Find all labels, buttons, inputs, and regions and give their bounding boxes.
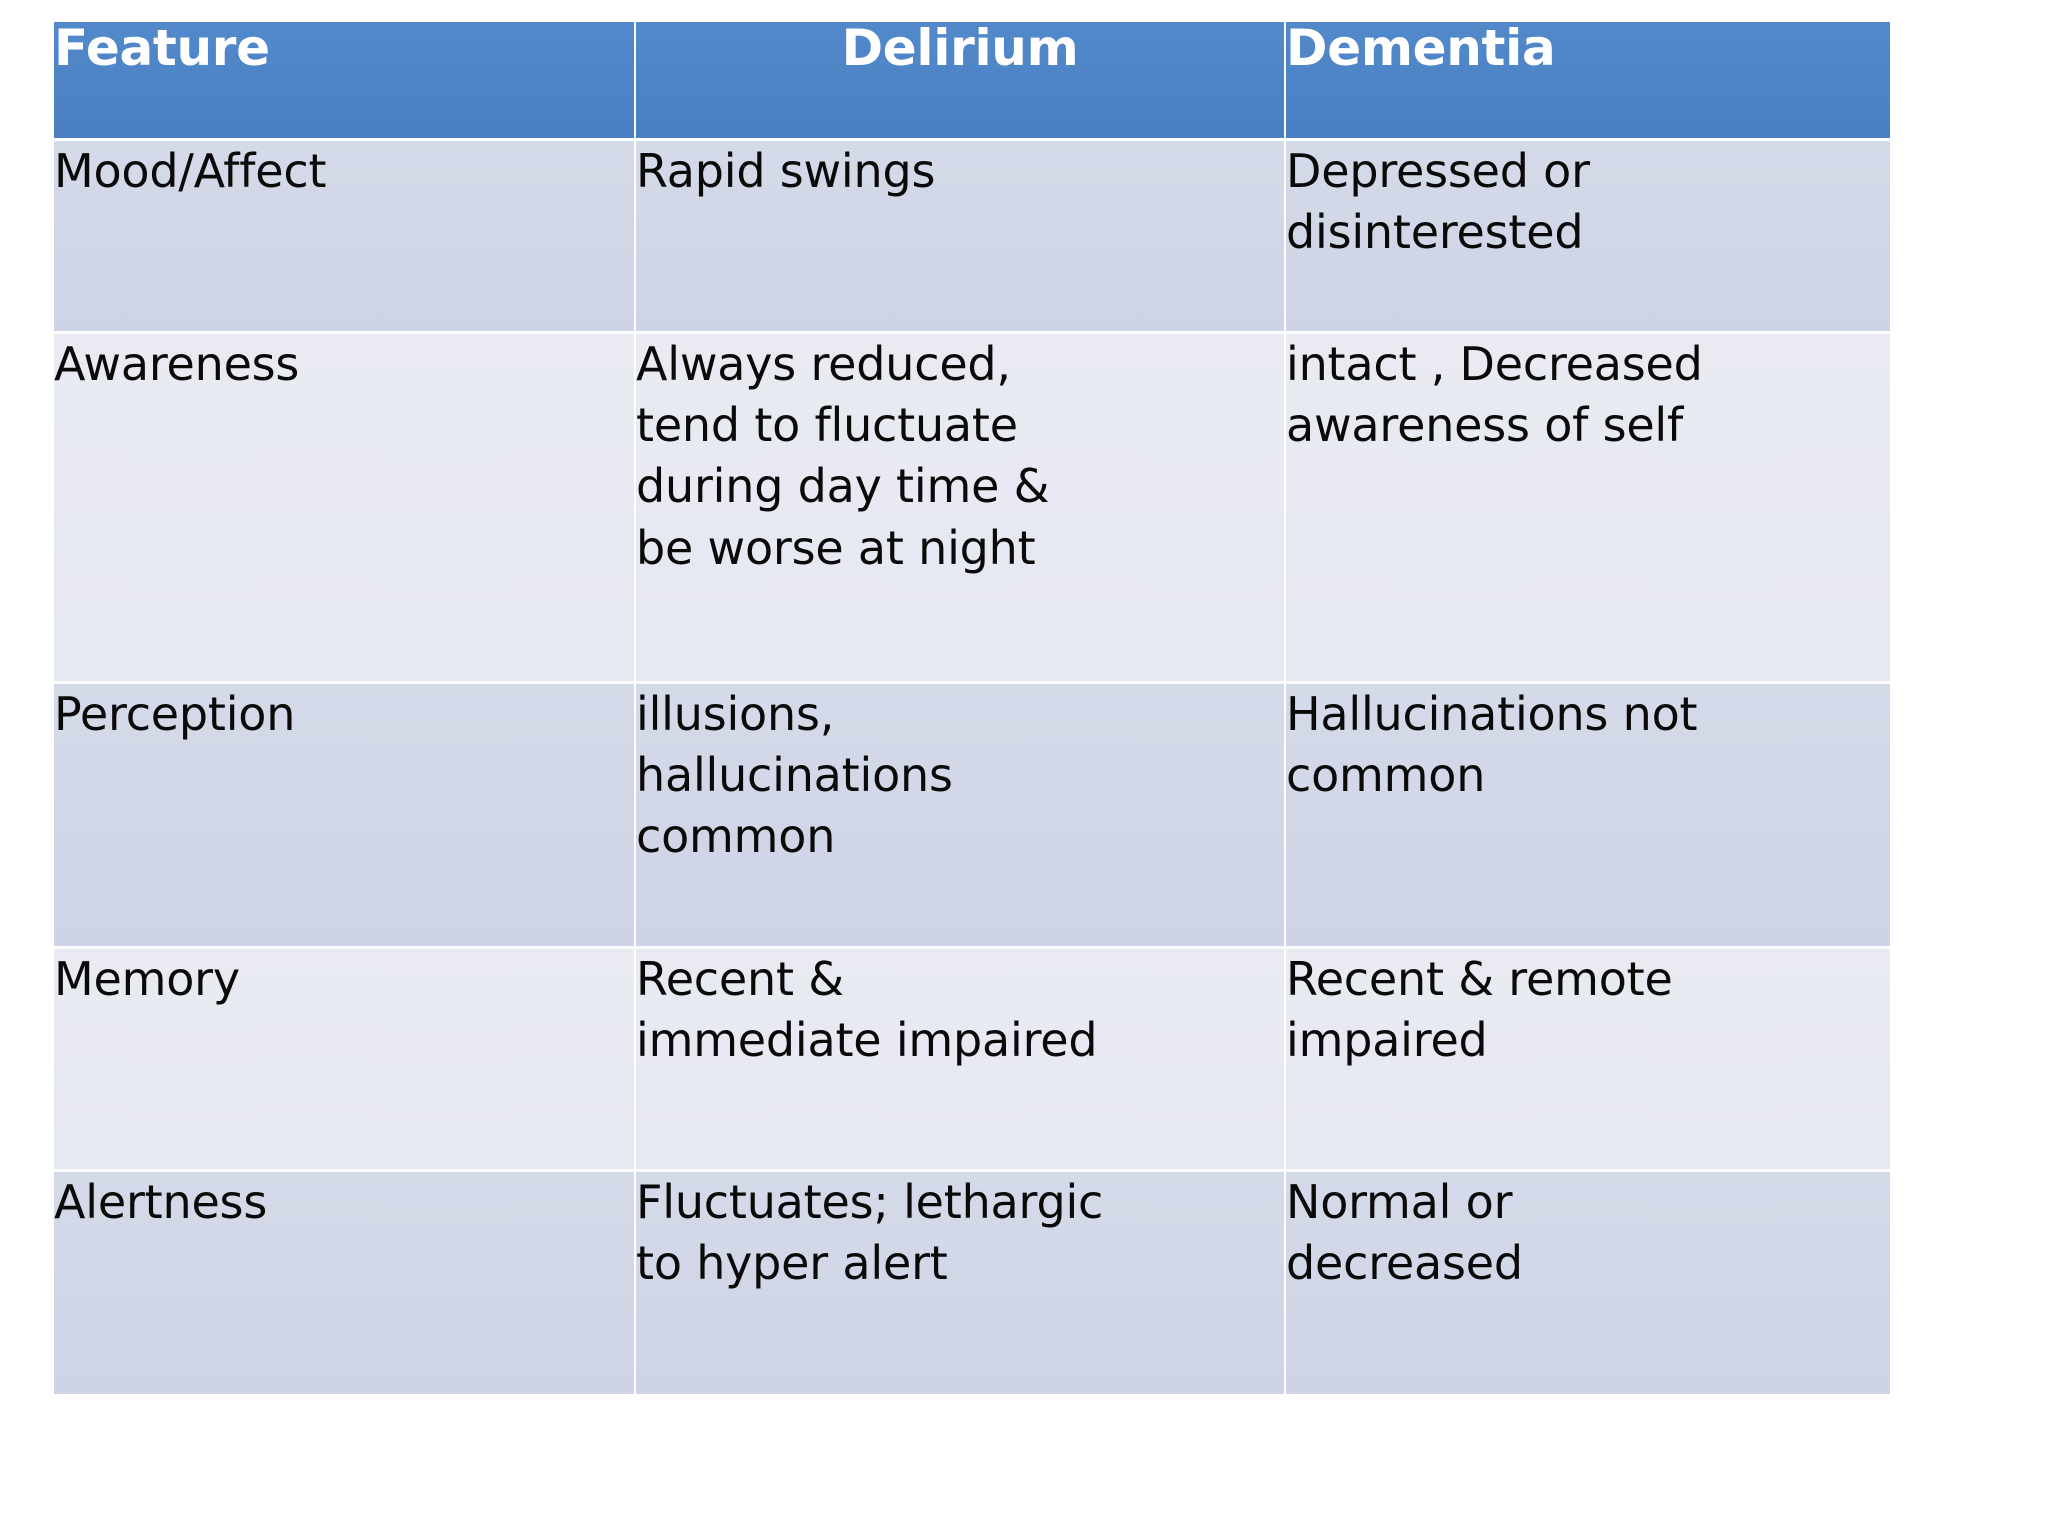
column-header-feature: Feature <box>54 22 634 138</box>
table-row: Mood/Affect Rapid swings Depressed or di… <box>54 141 1890 331</box>
column-header-feature-label: Feature <box>54 19 270 77</box>
cell-text: Hallucinations not common <box>1286 687 1698 803</box>
table-body: Mood/Affect Rapid swings Depressed or di… <box>54 141 1890 1394</box>
delirium-dementia-comparison-table: Feature Delirium Dementia Mood/Affect Ra… <box>52 19 1892 1397</box>
cell-dementia-alertness: Normal or decreased <box>1286 1172 1890 1394</box>
cell-text: Perception <box>54 687 296 741</box>
cell-delirium-awareness: Always reduced, tend to fluctuate during… <box>636 334 1284 681</box>
cell-feature-awareness: Awareness <box>54 334 634 681</box>
cell-dementia-perception: Hallucinations not common <box>1286 684 1890 946</box>
cell-text: Alertness <box>54 1175 268 1229</box>
column-header-delirium: Delirium <box>636 22 1284 138</box>
table-header: Feature Delirium Dementia <box>54 22 1890 138</box>
cell-text: Fluctuates; lethargic to hyper alert <box>636 1175 1104 1291</box>
cell-text: Awareness <box>54 337 300 391</box>
cell-dementia-awareness: intact , Decreased awareness of self <box>1286 334 1890 681</box>
cell-text: intact , Decreased awareness of self <box>1286 337 1703 453</box>
cell-feature-mood-affect: Mood/Affect <box>54 141 634 331</box>
column-header-dementia: Dementia <box>1286 22 1890 138</box>
cell-text: Recent & immediate impaired <box>636 952 1098 1068</box>
cell-delirium-mood-affect: Rapid swings <box>636 141 1284 331</box>
cell-text: Mood/Affect <box>54 144 327 198</box>
cell-text: Recent & remote impaired <box>1286 952 1673 1068</box>
cell-text: Normal or decreased <box>1286 1175 1523 1291</box>
cell-delirium-alertness: Fluctuates; lethargic to hyper alert <box>636 1172 1284 1394</box>
table-row: Perception illusions, hallucinations com… <box>54 684 1890 946</box>
cell-feature-alertness: Alertness <box>54 1172 634 1394</box>
cell-dementia-mood-affect: Depressed or disinterested <box>1286 141 1890 331</box>
cell-text: illusions, hallucinations common <box>636 687 953 864</box>
table-row: Awareness Always reduced, tend to fluctu… <box>54 334 1890 681</box>
cell-text: Memory <box>54 952 240 1006</box>
table-row: Alertness Fluctuates; lethargic to hyper… <box>54 1172 1890 1394</box>
cell-text: Rapid swings <box>636 144 936 198</box>
cell-text: Depressed or disinterested <box>1286 144 1590 260</box>
table-row: Memory Recent & immediate impaired Recen… <box>54 949 1890 1169</box>
cell-feature-perception: Perception <box>54 684 634 946</box>
column-header-delirium-label: Delirium <box>841 19 1079 77</box>
cell-delirium-perception: illusions, hallucinations common <box>636 684 1284 946</box>
cell-text: Always reduced, tend to fluctuate during… <box>636 337 1050 575</box>
cell-feature-memory: Memory <box>54 949 634 1169</box>
table-header-row: Feature Delirium Dementia <box>54 22 1890 138</box>
cell-delirium-memory: Recent & immediate impaired <box>636 949 1284 1169</box>
cell-dementia-memory: Recent & remote impaired <box>1286 949 1890 1169</box>
column-header-dementia-label: Dementia <box>1286 19 1556 77</box>
